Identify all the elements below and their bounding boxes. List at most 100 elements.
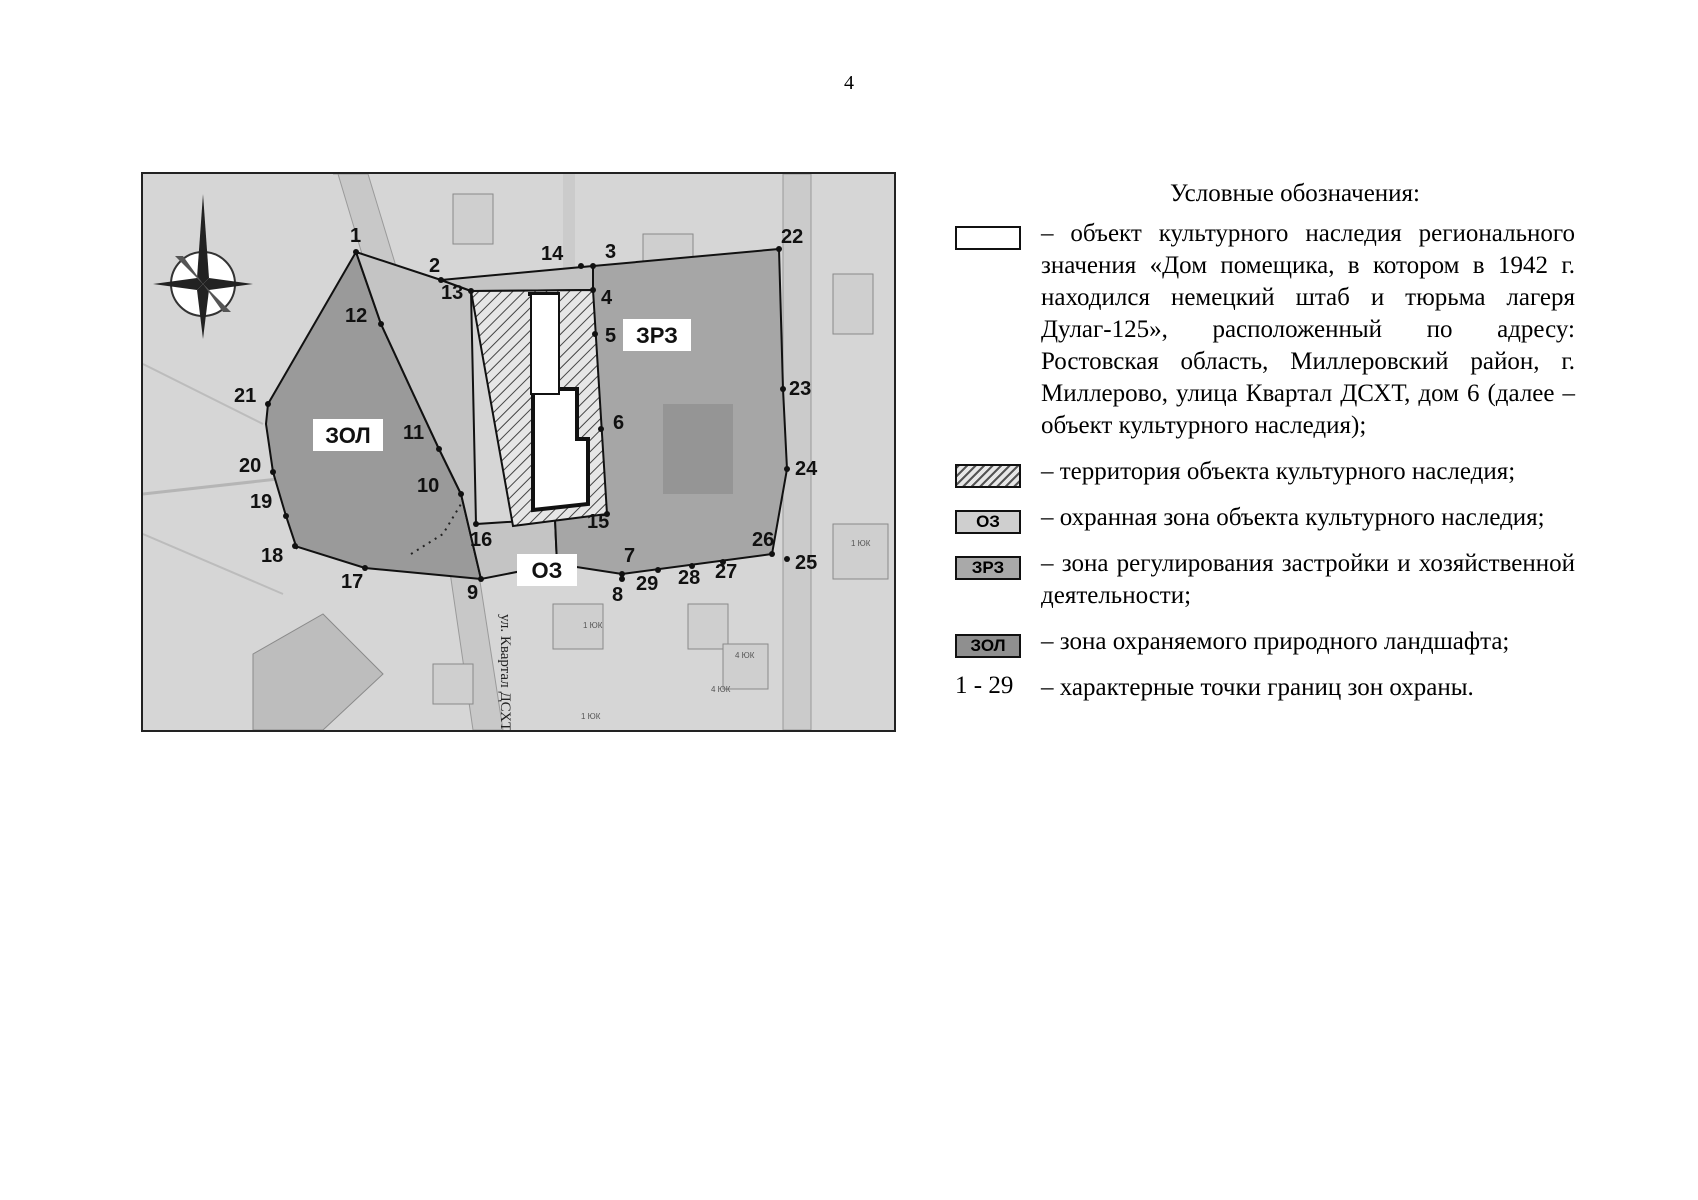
neighbour-building bbox=[552, 603, 604, 650]
legend-text: – территория объекта культурного наследи… bbox=[1041, 458, 1516, 485]
boundary-point-marker bbox=[590, 287, 596, 293]
boundary-point-marker bbox=[362, 565, 368, 571]
legend-text: – зона охраняемого природного ландшафта; bbox=[1041, 628, 1510, 655]
boundary-point-marker bbox=[655, 567, 661, 573]
boundary-point-label: 3 bbox=[605, 241, 616, 263]
boundary-point-marker bbox=[436, 446, 442, 452]
boundary-points: 1234567891011121314151617181920212223242… bbox=[234, 225, 818, 606]
boundary-point-label: 2 bbox=[429, 255, 440, 277]
boundary-point-label: 7 bbox=[624, 545, 635, 567]
boundary-point-label: 12 bbox=[345, 305, 367, 327]
boundary-point-marker bbox=[578, 263, 584, 269]
boundary-point-label: 29 bbox=[636, 573, 658, 595]
boundary-point-label: 5 bbox=[605, 325, 616, 347]
legend-item-zol: ЗОЛ – зона охраняемого природного ландша… bbox=[955, 626, 1575, 658]
boundary-point-marker bbox=[353, 249, 359, 255]
boundary-point-label: 11 bbox=[403, 422, 424, 444]
boundary-point-label: 16 bbox=[470, 529, 492, 551]
boundary-point-label: 18 bbox=[261, 545, 283, 567]
legend-text: – охранная зона объекта культурного насл… bbox=[1041, 504, 1545, 531]
boundary-point-label: 1 bbox=[350, 225, 361, 247]
neighbour-building bbox=[687, 603, 729, 650]
legend: Условные обозначения: – объект культурно… bbox=[955, 180, 1575, 718]
boundary-point-label: 28 bbox=[678, 567, 700, 589]
oz-label-box bbox=[517, 554, 577, 586]
boundary-point-label: 19 bbox=[250, 491, 272, 513]
boundary-point-label: 23 bbox=[789, 378, 811, 400]
legend-item-points: 1 - 29 – характерные точки границ зон ох… bbox=[955, 672, 1575, 704]
house-label: 1 ЮК bbox=[583, 621, 603, 630]
boundary-point-label: 24 bbox=[795, 458, 818, 480]
road-east bbox=[782, 174, 812, 730]
neighbour-building bbox=[452, 193, 494, 245]
oz-swatch: ОЗ bbox=[955, 510, 1021, 534]
boundary-point-marker bbox=[598, 426, 604, 432]
boundary-point-label: 9 bbox=[467, 582, 478, 604]
boundary-point-marker bbox=[604, 511, 610, 517]
house-label: 1 ЮК bbox=[851, 539, 871, 548]
points-range: 1 - 29 bbox=[955, 672, 1014, 699]
field-line-1 bbox=[143, 363, 264, 425]
house-label: 1 ЮК bbox=[581, 712, 601, 721]
zol-label-box bbox=[313, 419, 383, 451]
neighbour-plot bbox=[252, 613, 384, 730]
boundary-point-marker bbox=[592, 331, 598, 337]
boundary-point-marker bbox=[458, 491, 464, 497]
boundary-point-marker bbox=[619, 576, 625, 582]
heritage-building-wing bbox=[530, 293, 560, 395]
boundary-point-marker bbox=[784, 466, 790, 472]
boundary-point-label: 27 bbox=[715, 561, 737, 583]
zrz-swatch: ЗРЗ bbox=[955, 556, 1021, 580]
boundary-point-marker bbox=[378, 321, 384, 327]
boundary-point-marker bbox=[292, 543, 298, 549]
legend-title: Условные обозначения: bbox=[1169, 180, 1421, 207]
zol-label: ЗОЛ bbox=[325, 423, 371, 448]
boundary-point-label: 22 bbox=[781, 226, 803, 248]
neighbour-building bbox=[832, 523, 889, 580]
zrz-dark-area bbox=[663, 404, 733, 494]
neighbour-building bbox=[832, 273, 874, 335]
field-line-2 bbox=[143, 533, 284, 595]
territory-hatch-swatch bbox=[955, 464, 1021, 488]
boundary-point-marker bbox=[780, 386, 786, 392]
street-label: ул. Квартал ДСХТ bbox=[497, 614, 513, 730]
boundary-point-marker bbox=[478, 576, 484, 582]
road-north bbox=[563, 174, 575, 274]
boundary-point-label: 15 bbox=[587, 511, 609, 533]
boundary-point-label: 20 bbox=[239, 455, 261, 477]
boundary-point-label: 14 bbox=[541, 243, 564, 265]
boundary-point-marker bbox=[769, 551, 775, 557]
zrz-label: ЗРЗ bbox=[636, 323, 678, 348]
house-label: 4 ЮК bbox=[711, 685, 731, 694]
boundary-point-marker bbox=[776, 246, 782, 252]
boundary-point-marker bbox=[689, 563, 695, 569]
map-canvas: 1234567891011121314151617181920212223242… bbox=[143, 174, 894, 730]
boundary-point-marker bbox=[720, 559, 726, 565]
boundary-point-label: 25 bbox=[795, 552, 817, 574]
neighbour-building bbox=[722, 643, 769, 690]
boundary-point-marker bbox=[590, 263, 596, 269]
boundary-point-label: 4 bbox=[601, 287, 613, 309]
road-diagonal bbox=[333, 174, 504, 730]
legend-text: – объект культурного наследия региональн… bbox=[1041, 220, 1575, 439]
boundary-point-label: 6 bbox=[613, 412, 624, 434]
boundary-point-label: 26 bbox=[752, 529, 774, 551]
legend-item-heritage-object: – объект культурного наследия региональн… bbox=[955, 218, 1575, 442]
boundary-point-label: 8 bbox=[612, 584, 623, 606]
legend-item-territory: – территория объекта культурного наследи… bbox=[955, 456, 1575, 488]
boundary-point-label: 21 bbox=[234, 385, 256, 407]
legend-text: – характерные точки границ зон охраны. bbox=[1041, 674, 1474, 701]
boundary-point-marker bbox=[784, 556, 790, 562]
boundary-point-marker bbox=[283, 513, 289, 519]
boundary-point-marker bbox=[265, 401, 271, 407]
zrz-label-box bbox=[623, 319, 691, 351]
compass-rose-icon bbox=[153, 194, 253, 339]
oz-label: ОЗ bbox=[532, 558, 563, 583]
legend-text: – зона регулирования застройки и хозяйст… bbox=[1041, 550, 1575, 609]
boundary-point-label: 10 bbox=[417, 475, 439, 497]
boundary-point-label: 13 bbox=[441, 282, 463, 304]
boundary-point-marker bbox=[468, 288, 474, 294]
page-number: 4 bbox=[844, 72, 854, 94]
legend-item-zrz: ЗРЗ – зона регулирования застройки и хоз… bbox=[955, 548, 1575, 612]
